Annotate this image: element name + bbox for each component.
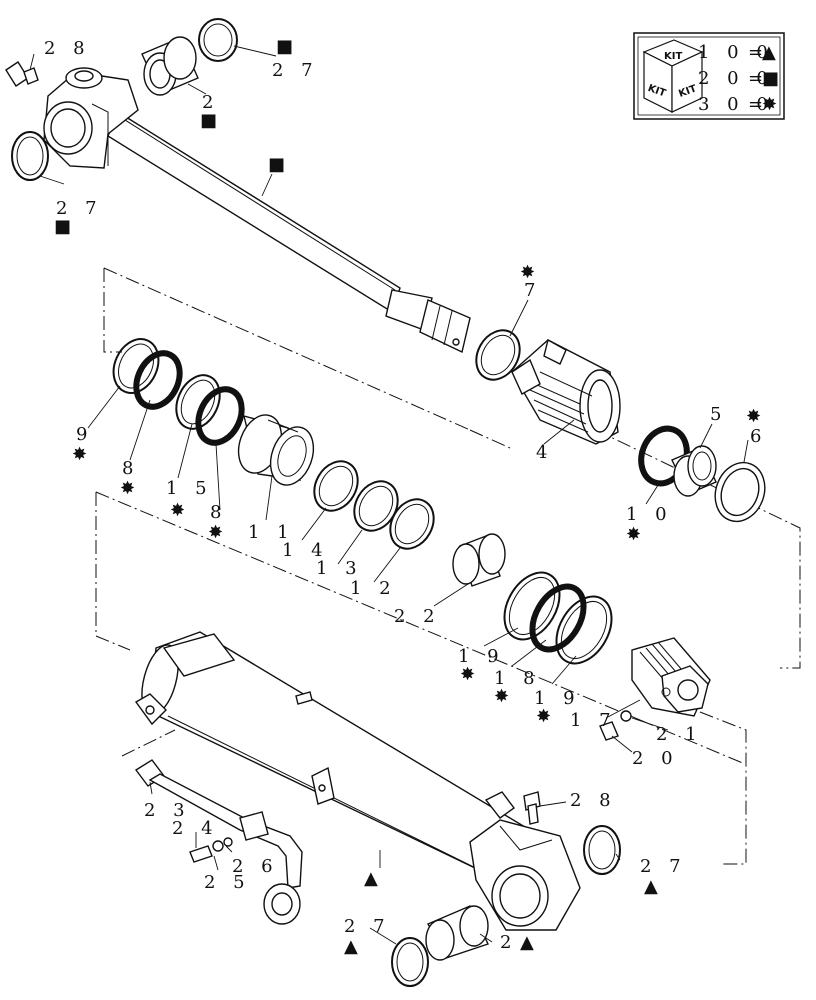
kit-symbol-8a: ✸ <box>120 478 141 499</box>
callout-27-bottom-right: 2 7 <box>640 856 687 877</box>
kit-symbol-19a: ✸ <box>460 664 481 685</box>
bushing-22 <box>452 533 506 587</box>
o-ring-18 <box>529 583 587 653</box>
callout-6: 6 <box>750 426 767 447</box>
wiper-5 <box>671 445 717 497</box>
ring-13 <box>353 480 399 532</box>
legend-code-100: 1 0 0 <box>698 42 774 63</box>
ring-19b <box>555 595 613 665</box>
callout-12: 1 2 <box>350 578 397 599</box>
callout-15: 1 5 <box>166 478 213 499</box>
legend-eq-300: = <box>748 94 769 115</box>
kit-symbol-27-top-left: ■ <box>54 216 77 237</box>
legend-symbol-300: ✸ <box>762 94 783 115</box>
piston-11 <box>237 414 315 486</box>
kit-symbol-27-top-right: ■ <box>276 36 299 57</box>
backup-ring-15 <box>175 374 221 430</box>
legend-symbol-200: ■ <box>762 68 785 89</box>
callout-7: 7 <box>524 280 541 301</box>
callout-8b: 8 <box>210 502 227 523</box>
nut-17 <box>631 637 711 717</box>
seal-27-top-right <box>198 18 238 62</box>
callout-11: 1 1 <box>248 522 295 543</box>
callout-17: 1 7 <box>570 710 617 731</box>
kit-symbol-rod: ■ <box>268 154 291 175</box>
callout-20: 2 0 <box>632 748 679 769</box>
ring-12 <box>389 498 435 550</box>
callout-2-top: 2 <box>202 92 219 113</box>
tube-23 <box>134 759 303 925</box>
callout-27-bottom-left: 2 7 <box>344 916 391 937</box>
gland-4 <box>511 338 621 445</box>
callouts: 2 8 2 7 ■ 2 ■ 2 7 ■ ■ 7 ✸ 9 ✸ 8 ✸ 1 5 ✸ … <box>44 36 767 957</box>
kit-symbol-8b: ✸ <box>208 522 229 543</box>
svg-text:KIT: KIT <box>664 51 682 62</box>
callout-26: 2 6 <box>232 856 279 877</box>
callout-18: 1 8 <box>494 668 541 689</box>
callout-28-bottom: 2 8 <box>570 790 617 811</box>
o-ring-8b <box>195 386 245 446</box>
callout-4: 4 <box>536 442 553 463</box>
ring-19a <box>503 571 561 641</box>
ball-21 <box>620 710 632 722</box>
kit-symbol-19b: ✸ <box>536 706 557 727</box>
seal-7 <box>475 329 521 381</box>
legend-symbol-100: ▲ <box>762 42 782 63</box>
seal-27-bottom-right <box>583 825 621 875</box>
hardware-24-25-26 <box>189 837 233 863</box>
kit-cube-icon: KIT KIT KIT <box>642 39 704 113</box>
set-screw-20 <box>599 721 619 741</box>
kit-legend: KIT KIT KIT 1 0 0 = ▲ 2 0 0 = ■ 3 0 0 = … <box>633 32 785 120</box>
kit-symbol-2-bottom: ▲ <box>520 932 540 953</box>
grease-fitting-bottom <box>523 791 541 825</box>
callout-10: 1 0 <box>626 504 673 525</box>
legend-code-200: 2 0 0 <box>698 68 774 89</box>
callout-21: 2 1 <box>656 724 703 745</box>
ring-14 <box>313 460 359 512</box>
piston-rod <box>43 67 471 354</box>
kit-symbol-18: ✸ <box>494 686 515 707</box>
callout-5: 5 <box>710 404 727 425</box>
leader-lines <box>29 45 749 945</box>
kit-symbol-9: ✸ <box>72 444 93 465</box>
o-ring-8a <box>133 350 183 410</box>
callout-27-top-left: 2 7 <box>56 198 103 219</box>
callout-27-top-right: 2 7 <box>272 60 319 81</box>
legend-code-300: 3 0 0 <box>698 94 774 115</box>
kit-symbol-2-top: ■ <box>200 110 223 131</box>
callout-25: 2 5 <box>204 872 251 893</box>
kit-symbol-15: ✸ <box>170 500 191 521</box>
kit-symbol-barrel: ▲ <box>364 868 384 889</box>
kit-symbol-10: ✸ <box>626 524 647 545</box>
callout-24: 2 4 <box>172 818 219 839</box>
kit-symbol-7: ✸ <box>520 262 541 283</box>
callout-28-top: 2 8 <box>44 38 91 59</box>
callout-19a: 1 9 <box>458 646 505 667</box>
callout-8a: 8 <box>122 458 139 479</box>
callout-19b: 1 9 <box>534 688 581 709</box>
callout-23: 2 3 <box>144 800 191 821</box>
callout-2-bottom: 2 <box>500 932 517 953</box>
barrel <box>134 631 581 931</box>
guide-lines <box>95 267 801 865</box>
seal-27-top-left <box>11 131 49 181</box>
bushing-top <box>141 36 199 96</box>
bushing-bottom <box>425 905 489 961</box>
grease-fitting-top <box>5 61 39 87</box>
legend-eq-100: = <box>748 42 769 63</box>
seal-27-bottom-left <box>391 937 429 987</box>
callout-14: 1 4 <box>282 540 329 561</box>
kit-symbol-6: ✸ <box>746 406 767 427</box>
kit-symbol-27-bottom-right: ▲ <box>644 876 664 897</box>
callout-9: 9 <box>76 424 93 445</box>
ring-6 <box>714 461 766 523</box>
legend-eq-200: = <box>748 68 769 89</box>
callout-13: 1 3 <box>316 558 363 579</box>
callout-22: 2 2 <box>394 606 441 627</box>
backup-ring-9 <box>112 338 160 394</box>
kit-symbol-27-bottom-left: ▲ <box>344 936 364 957</box>
